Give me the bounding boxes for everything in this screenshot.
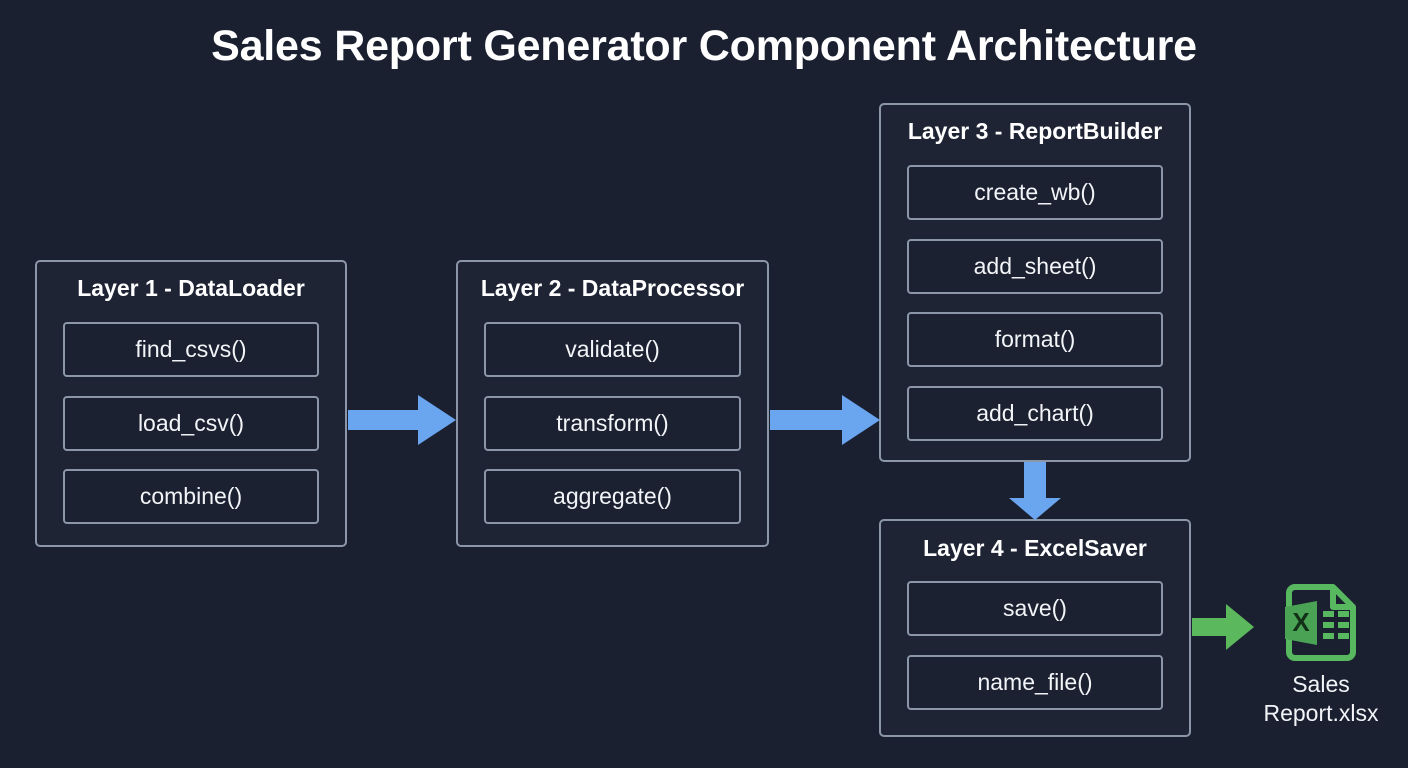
method-label: name_file() <box>977 669 1093 695</box>
method-label: create_wb() <box>974 179 1096 205</box>
method-box-create-wb[interactable]: create_wb() <box>907 165 1163 220</box>
layer-3-title: Layer 3 - ReportBuilder <box>907 118 1163 144</box>
method-label: add_sheet() <box>973 253 1097 279</box>
svg-text:X: X <box>1292 607 1310 637</box>
method-label: aggregate() <box>553 483 672 509</box>
layer-1-title: Layer 1 - DataLoader <box>77 275 305 301</box>
method-label: validate() <box>565 336 660 362</box>
method-box-add-sheet[interactable]: add_sheet() <box>907 239 1163 294</box>
method-box-add-chart[interactable]: add_chart() <box>907 386 1163 441</box>
method-label: save() <box>1003 595 1067 621</box>
page-title: Sales Report Generator Component Archite… <box>211 22 1197 70</box>
output-file[interactable]: X Sales Report.xlsx <box>1245 582 1397 738</box>
layer-box-4[interactable]: Layer 4 - ExcelSaver save() name_file() <box>879 519 1191 737</box>
method-label: load_csv() <box>137 410 245 436</box>
method-box-name-file[interactable]: name_file() <box>907 655 1163 710</box>
arrow-right-icon-layer2-to-layer3 <box>770 395 880 445</box>
method-box-aggregate[interactable]: aggregate() <box>484 469 741 524</box>
method-label: format() <box>994 326 1076 352</box>
method-label: find_csvs() <box>135 336 247 362</box>
output-filename-label: Sales Report.xlsx <box>1263 671 1379 726</box>
method-box-load-csv[interactable]: load_csv() <box>63 396 319 451</box>
layer-box-3[interactable]: Layer 3 - ReportBuilder create_wb() add_… <box>879 103 1191 462</box>
method-label: transform() <box>556 410 669 436</box>
arrow-down-icon-layer3-to-layer4 <box>1009 462 1061 520</box>
method-box-transform[interactable]: transform() <box>484 396 741 451</box>
method-label: combine() <box>139 483 243 509</box>
method-box-find-csvs[interactable]: find_csvs() <box>63 322 319 377</box>
arrow-right-icon-layer4-to-output <box>1192 604 1254 650</box>
excel-file-icon: X <box>1285 584 1356 661</box>
layer-box-1[interactable]: Layer 1 - DataLoader find_csvs() load_cs… <box>35 260 347 547</box>
method-box-validate[interactable]: validate() <box>484 322 741 377</box>
arrow-right-icon-layer1-to-layer2 <box>348 395 456 445</box>
method-box-save[interactable]: save() <box>907 581 1163 636</box>
method-box-combine[interactable]: combine() <box>63 469 319 524</box>
layer-4-title: Layer 4 - ExcelSaver <box>923 535 1147 561</box>
layer-box-2[interactable]: Layer 2 - DataProcessor validate() trans… <box>456 260 769 547</box>
layer-2-title: Layer 2 - DataProcessor <box>480 275 745 301</box>
method-label: add_chart() <box>976 400 1094 426</box>
method-box-format[interactable]: format() <box>907 312 1163 367</box>
